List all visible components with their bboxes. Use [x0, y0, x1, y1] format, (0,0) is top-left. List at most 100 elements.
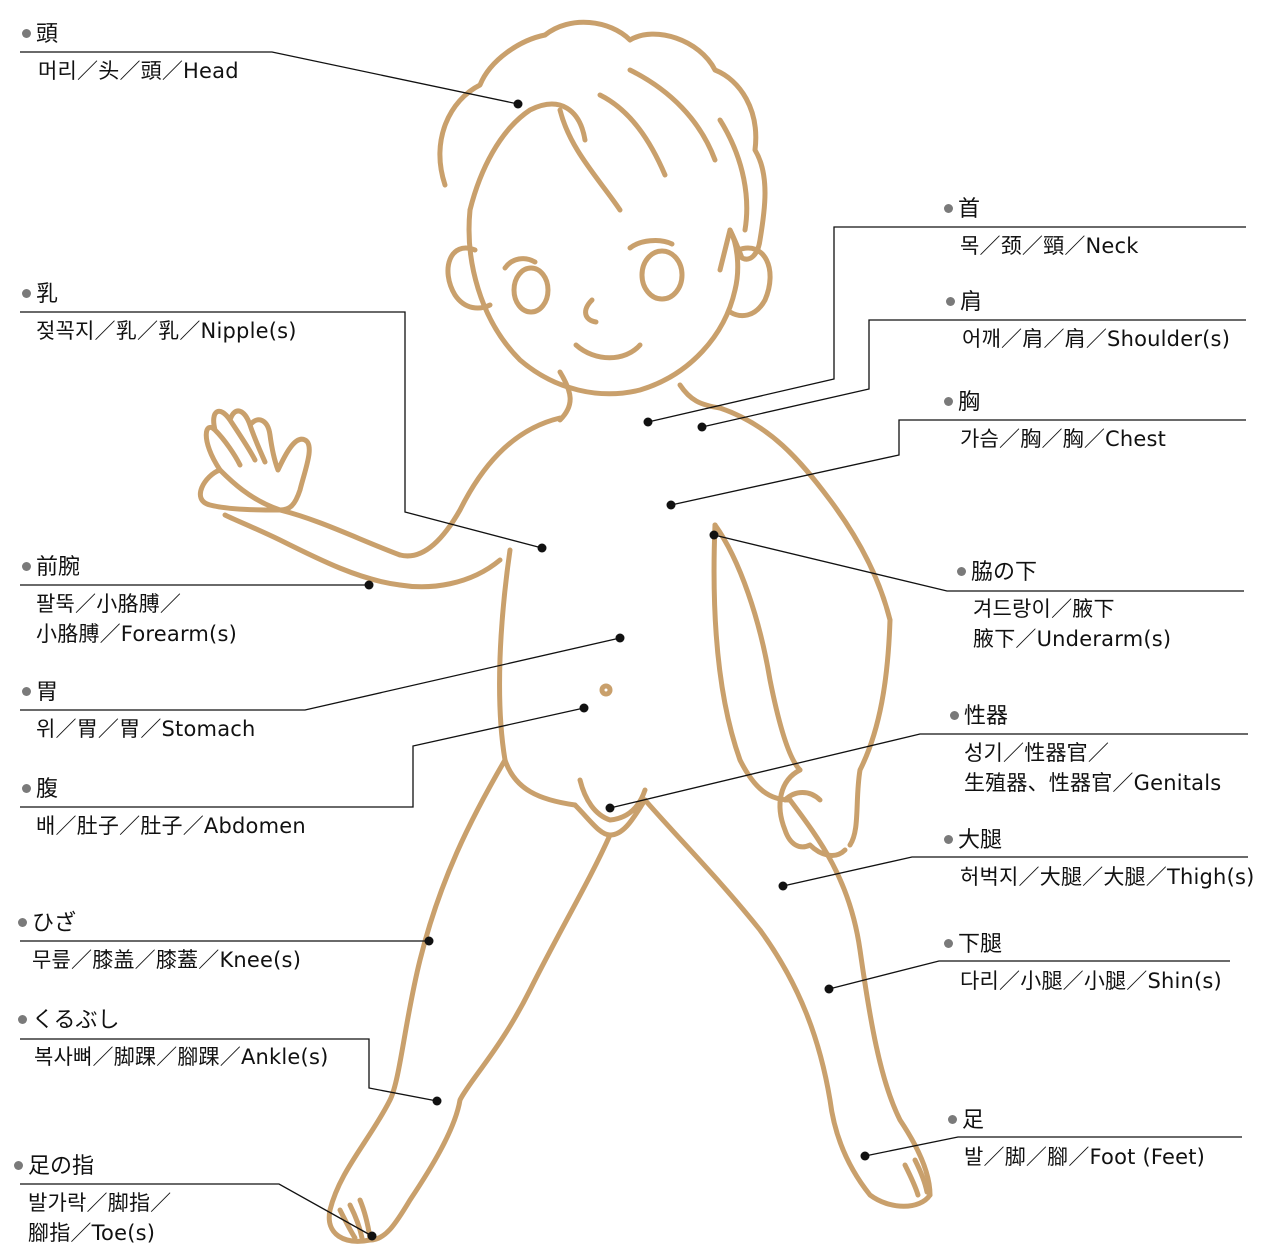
dot-nipple	[537, 543, 547, 553]
leg-right-outer	[787, 797, 933, 1198]
label-stomach-title: 胃	[22, 680, 256, 706]
arm-left-lower	[222, 512, 403, 588]
toes-right	[902, 1157, 930, 1198]
bullet-icon	[18, 917, 27, 927]
leader-foot	[864, 1136, 1242, 1157]
hair-strand	[467, 101, 588, 213]
hair-strand	[717, 117, 750, 233]
bullet-icon	[944, 396, 953, 406]
label-foot: 足 발／脚／腳／Foot (Feet)	[948, 1108, 1205, 1172]
hand-left	[197, 408, 312, 513]
endpoint-dots	[364, 99, 870, 1241]
label-shoulder-title: 肩	[946, 290, 1230, 316]
label-underarm-title: 脇の下	[957, 560, 1171, 586]
hair-strand	[597, 92, 668, 178]
label-ankle: くるぶし 복사뼈／脚踝／腳踝／Ankle(s)	[18, 1008, 328, 1072]
dot-stomach	[615, 633, 625, 643]
label-shin-text: 다리／小腿／小腿／Shin(s)	[960, 969, 1222, 993]
label-shin-title: 下腿	[944, 932, 1222, 958]
eye-left	[511, 265, 551, 315]
hair-strand	[557, 107, 623, 213]
label-genitals: 性器 성기／性器官／ 生殖器、性器官／Genitals	[950, 704, 1221, 798]
label-chest: 胸 가슴／胸／胸／Chest	[944, 390, 1166, 454]
hand-right	[777, 767, 848, 858]
leg-right-inner	[642, 797, 933, 1209]
leader-genitals	[609, 733, 1248, 809]
bullet-icon	[944, 203, 953, 213]
dot-shoulder	[697, 422, 707, 432]
eyelash-right	[627, 238, 675, 251]
dot-head	[513, 99, 523, 109]
arm-right-outer	[847, 617, 893, 848]
title-text: 胃	[36, 680, 59, 705]
label-foot-text: 발／脚／腳／Foot (Feet)	[964, 1145, 1206, 1169]
bullet-icon	[22, 28, 31, 38]
label-neck-title: 首	[944, 197, 1139, 223]
label-toe-text-2: 腳指／Toe(s)	[28, 1221, 156, 1245]
leg-left-inner	[367, 832, 613, 1243]
leader-shin	[828, 960, 1230, 990]
title-text: 足	[962, 1108, 985, 1133]
label-shoulder-text: 어깨／肩／肩／Shoulder(s)	[962, 327, 1231, 351]
leader-abdomen	[20, 707, 585, 808]
label-neck-text: 목／颈／頸／Neck	[960, 234, 1139, 258]
dot-underarm	[709, 530, 719, 540]
label-forearm-text-1: 팔뚝／小胳膊／	[36, 592, 182, 616]
label-chest-text: 가슴／胸／胸／Chest	[960, 427, 1167, 451]
title-text: 性器	[964, 704, 1009, 729]
bullet-icon	[944, 938, 953, 948]
label-genitals-title: 性器	[950, 704, 1221, 730]
title-text: 乳	[36, 282, 59, 307]
label-underarm-text-2: 腋下／Underarm(s)	[973, 627, 1172, 651]
label-shin: 下腿 다리／小腿／小腿／Shin(s)	[944, 932, 1222, 996]
title-text: 肩	[960, 290, 983, 315]
label-thigh-title: 大腿	[944, 828, 1255, 854]
title-text: 腹	[36, 777, 59, 802]
leader-ankle	[20, 1038, 438, 1102]
dot-knee	[424, 936, 434, 946]
title-text: 首	[958, 197, 981, 222]
label-knee: ひざ 무릎／膝盖／膝蓋／Knee(s)	[18, 911, 301, 975]
eye-right	[639, 248, 685, 302]
title-text: 頭	[36, 22, 59, 47]
label-ankle-text: 복사뼈／脚踝／腳踝／Ankle(s)	[34, 1045, 329, 1069]
torso-left	[497, 547, 578, 808]
leader-toe	[20, 1183, 373, 1237]
title-text: くるぶし	[32, 1008, 120, 1033]
label-forearm-text-2: 小胳膊／Forearm(s)	[36, 622, 237, 646]
title-text: 前腕	[36, 555, 81, 580]
label-head-text: 머리／头／頭／Head	[38, 59, 239, 83]
title-text: 脇の下	[971, 560, 1038, 585]
child-illustration	[197, 19, 933, 1244]
neck-right	[677, 382, 723, 411]
label-nipple: 乳 젖꼭지／乳／乳／Nipple(s)	[22, 282, 297, 346]
label-knee-title: ひざ	[18, 911, 301, 937]
dot-forearm	[364, 580, 374, 590]
label-thigh: 大腿 허벅지／大腿／大腿／Thigh(s)	[944, 828, 1255, 892]
label-underarm-text-1: 겨드랑이／腋下	[973, 597, 1115, 621]
bullet-icon	[948, 1114, 957, 1124]
leader-nipple	[20, 311, 543, 549]
label-abdomen: 腹 배／肚子／肚子／Abdomen	[22, 777, 306, 841]
neck-left	[557, 369, 573, 423]
label-nipple-text: 젖꼭지／乳／乳／Nipple(s)	[36, 319, 297, 343]
ear-left	[445, 245, 493, 311]
title-text: 足の指	[28, 1154, 95, 1179]
title-text: 下腿	[958, 932, 1003, 957]
label-neck: 首 목／颈／頸／Neck	[944, 197, 1139, 261]
bullet-icon	[946, 296, 955, 306]
label-ankle-title: くるぶし	[18, 1008, 328, 1034]
dot-foot	[860, 1151, 870, 1161]
leader-underarm	[713, 534, 1244, 592]
arm-right-inner	[712, 522, 803, 773]
torso-right	[711, 522, 793, 803]
label-foot-title: 足	[948, 1108, 1205, 1134]
label-genitals-text-1: 성기／性器官／	[964, 741, 1110, 765]
label-abdomen-title: 腹	[22, 777, 306, 803]
label-forearm: 前腕 팔뚝／小胳膊／ 小胳膊／Forearm(s)	[22, 555, 237, 649]
dot-neck	[643, 417, 653, 427]
label-stomach-text: 위／胃／胃／Stomach	[36, 717, 256, 741]
shoulder-left	[397, 415, 563, 559]
nose	[583, 297, 599, 325]
